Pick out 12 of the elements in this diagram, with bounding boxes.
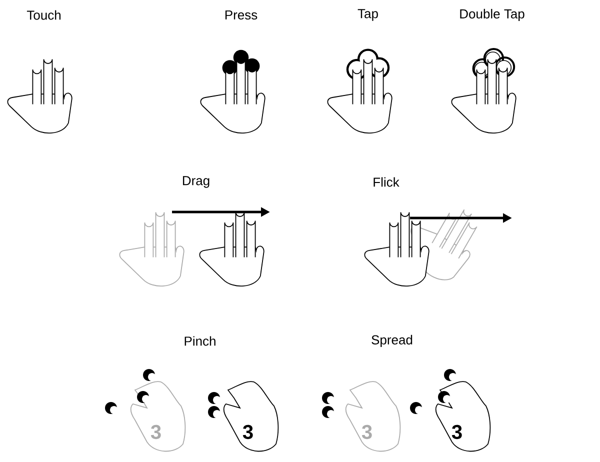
gesture-title: Tap [358, 9, 378, 21]
gesture-title: Drag [182, 176, 210, 188]
gesture-title: Flick [374, 177, 400, 187]
gesture-title: Touch [26, 10, 61, 20]
finger-count: 3 [150, 424, 161, 440]
gesture-title: Press [225, 10, 258, 20]
gesture-title: Pinch [184, 336, 216, 346]
gesture-title: Spread [372, 334, 412, 348]
gesture-title: Double Tap [460, 8, 524, 22]
finger-count: 3 [452, 424, 462, 440]
finger-count: 3 [362, 424, 372, 440]
finger-count: 3 [242, 424, 253, 440]
